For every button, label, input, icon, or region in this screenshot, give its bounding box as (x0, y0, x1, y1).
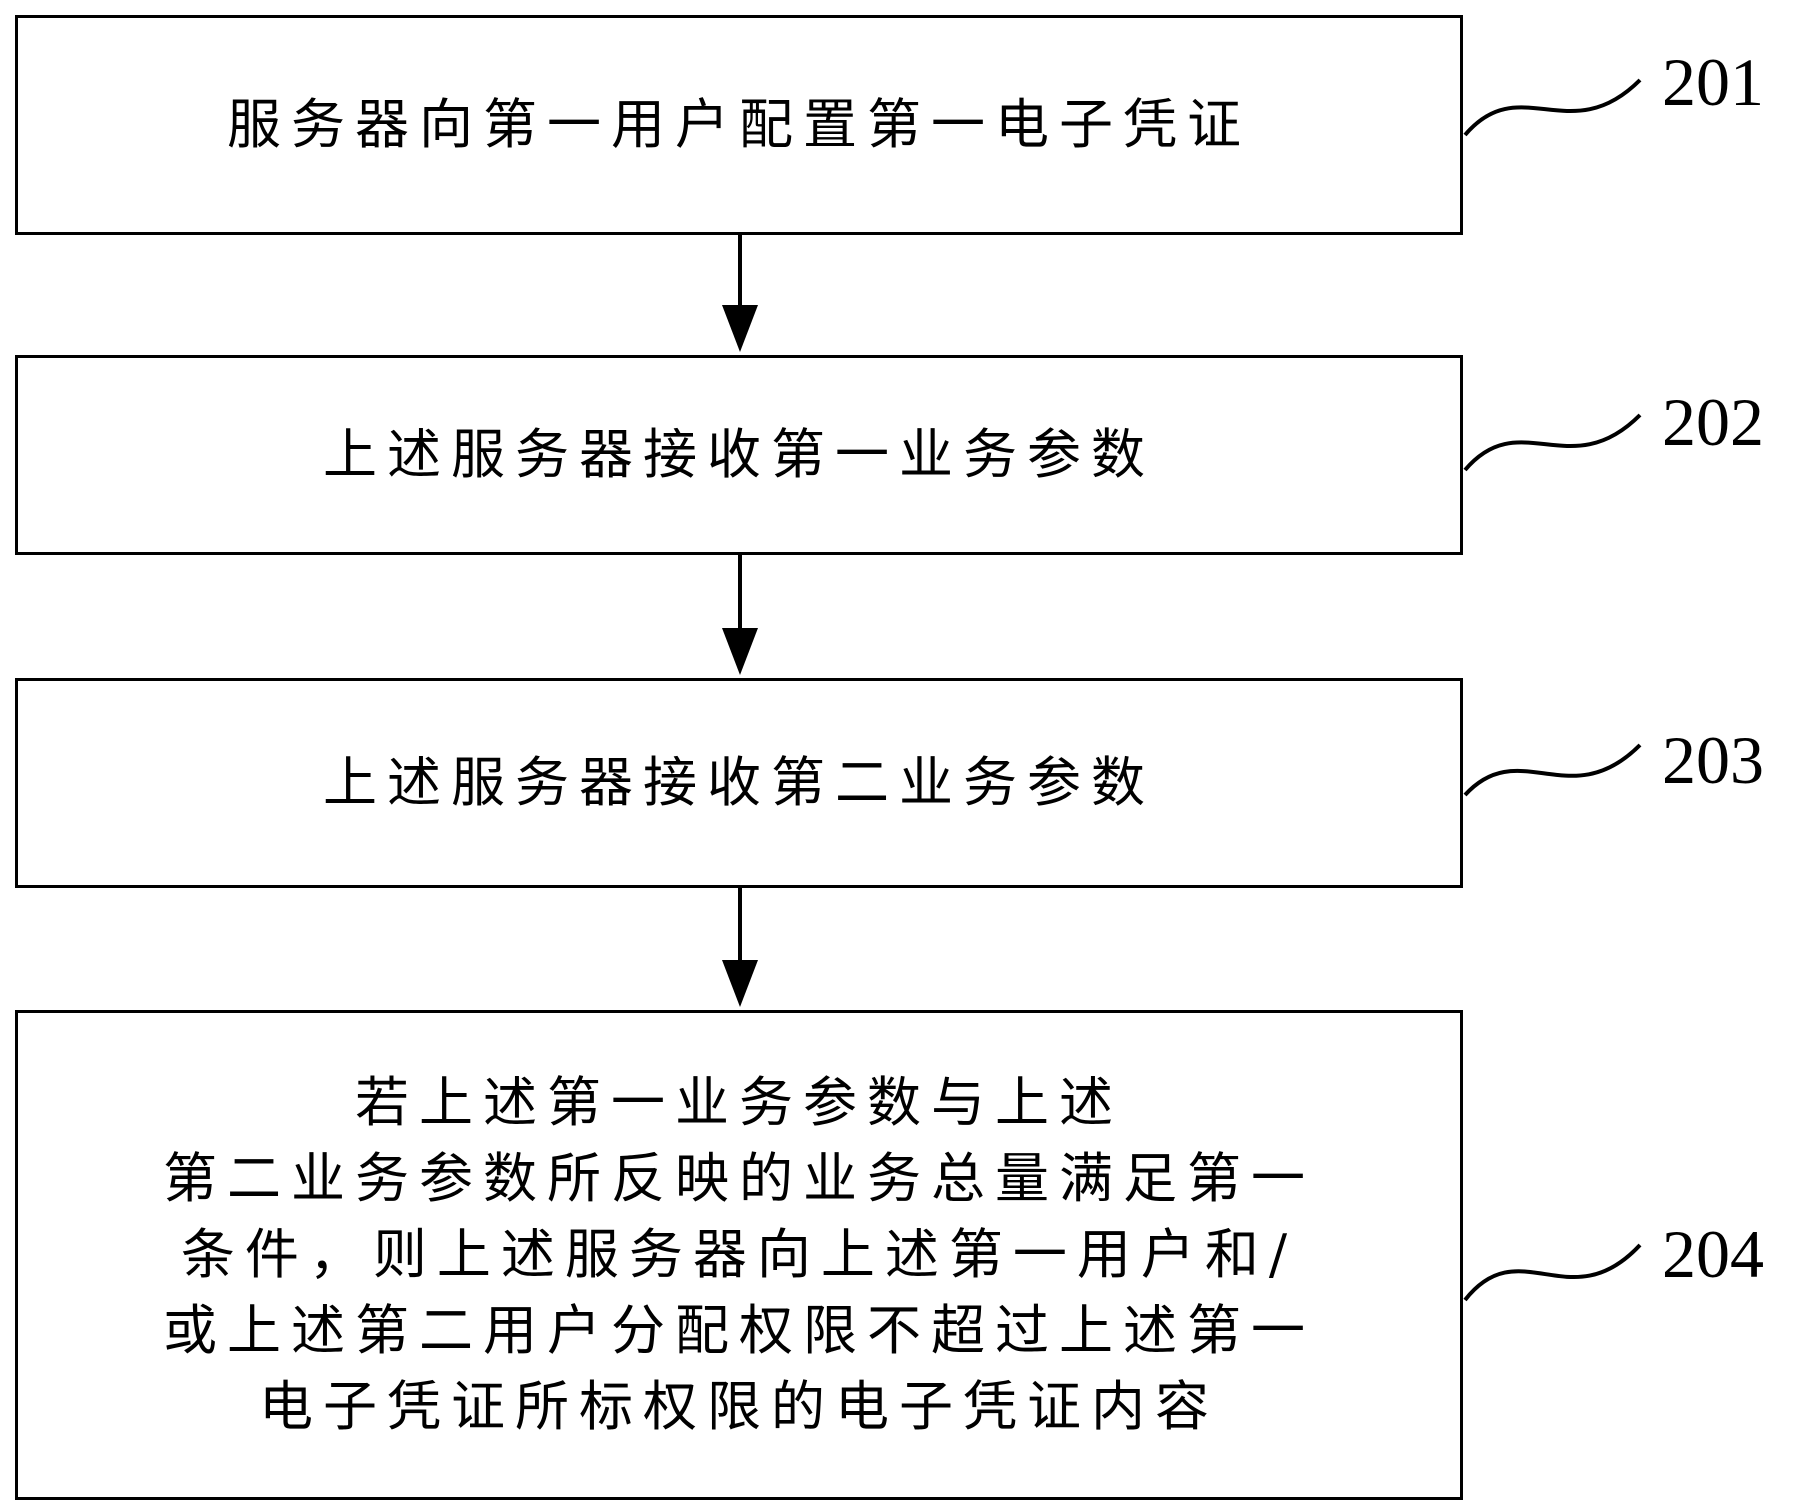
step-text-204: 若上述第一业务参数与上述 第二业务参数所反映的业务总量满足第一 条件，则上述服务… (163, 1065, 1315, 1445)
step-box-201: 服务器向第一用户配置第一电子凭证 (15, 15, 1463, 235)
arrow-203-204-head (722, 960, 758, 1007)
step-text-201: 服务器向第一用户配置第一电子凭证 (227, 93, 1251, 157)
step-text-204-line-5: 电子凭证所标权限的电子凭证内容 (259, 1375, 1219, 1438)
step-box-202: 上述服务器接收第一业务参数 (15, 355, 1463, 555)
leader-202 (1463, 413, 1642, 472)
step-number-202: 202 (1662, 384, 1764, 460)
leader-201 (1463, 78, 1642, 137)
arrow-201-202-head (722, 305, 758, 352)
leader-204 (1463, 1243, 1642, 1302)
step-box-204: 若上述第一业务参数与上述 第二业务参数所反映的业务总量满足第一 条件，则上述服务… (15, 1010, 1463, 1500)
step-text-204-line-1: 若上述第一业务参数与上述 (355, 1071, 1123, 1134)
step-text-202: 上述服务器接收第一业务参数 (323, 423, 1155, 487)
step-text-204-line-4: 或上述第二用户分配权限不超过上述第一 (163, 1299, 1315, 1362)
step-text-204-line-2: 第二业务参数所反映的业务总量满足第一 (163, 1147, 1315, 1210)
step-number-201: 201 (1662, 44, 1764, 120)
step-box-203: 上述服务器接收第二业务参数 (15, 678, 1463, 888)
step-number-203: 203 (1662, 722, 1764, 798)
arrow-202-203-head (722, 628, 758, 675)
step-text-204-line-3: 条件，则上述服务器向上述第一用户和/ (180, 1223, 1298, 1286)
step-text-203: 上述服务器接收第二业务参数 (323, 751, 1155, 815)
step-number-204: 204 (1662, 1216, 1764, 1292)
leader-203 (1463, 743, 1642, 797)
